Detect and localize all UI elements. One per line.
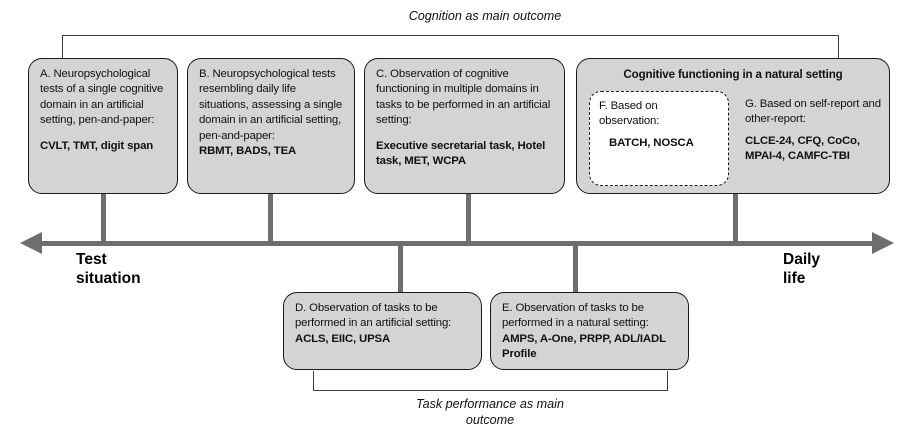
- box-e: E. Observation of tasks to be performed …: [490, 292, 689, 370]
- box-natural-setting: Cognitive functioning in a natural setti…: [576, 58, 890, 194]
- axis-label-right: Daily life: [783, 250, 883, 288]
- connector-box-a: [101, 194, 106, 245]
- axis-label-left-line1: Test: [76, 251, 107, 268]
- bottom-caption: Task performance as main outcome: [330, 396, 650, 428]
- box-f-description: F. Based on observation:: [599, 100, 660, 128]
- box-b-instruments: RBMT, BADS, TEA: [199, 145, 297, 158]
- box-d-instruments: ACLS, EIIC, UPSA: [295, 332, 391, 345]
- axis-line: [28, 241, 886, 246]
- box-g: G. Based on self-report and other-report…: [745, 97, 881, 165]
- axis-label-left: Test situation: [76, 250, 206, 288]
- box-b: B. Neuropsychological tests resembling d…: [187, 58, 355, 194]
- box-c: C. Observation of cognitive functioning …: [364, 58, 565, 194]
- natural-setting-header: Cognitive functioning in a natural setti…: [623, 68, 843, 81]
- box-c-description: C. Observation of cognitive functioning …: [376, 68, 551, 127]
- connector-box-c: [466, 194, 471, 245]
- connector-box-b: [268, 194, 273, 245]
- bottom-caption-line2: outcome: [465, 413, 515, 427]
- box-d: D. Observation of tasks to be performed …: [283, 292, 482, 370]
- box-d-description: D. Observation of tasks to be performed …: [295, 302, 452, 330]
- connector-box-natural-setting: [733, 194, 738, 245]
- box-e-description: E. Observation of tasks to be performed …: [502, 302, 649, 330]
- box-a: A. Neuropsychological tests of a single …: [28, 58, 178, 194]
- box-f-instruments: BATCH, NOSCA: [609, 136, 694, 149]
- spacer: [40, 129, 167, 139]
- connector-box-e: [573, 243, 578, 294]
- spacer: [376, 129, 554, 139]
- spacer: [599, 130, 720, 136]
- top-caption: Cognition as main outcome: [408, 9, 562, 23]
- axis-label-right-line2: life: [783, 270, 806, 287]
- box-g-instruments: CLCE-24, CFQ, CoCo, MPAI-4, CAMFC-TBI: [745, 134, 860, 163]
- axis-label-right-line1: Daily: [783, 251, 821, 268]
- spacer: [745, 128, 881, 134]
- box-e-instruments: AMPS, A-One, PRPP, ADL/IADL Profile: [502, 332, 666, 361]
- axis-arrow-right: [872, 232, 894, 254]
- box-g-description: G. Based on self-report and other-report…: [745, 98, 881, 126]
- axis-arrow-left: [20, 232, 42, 254]
- top-bracket: [62, 35, 839, 59]
- box-a-instruments: CVLT, TMT, digit span: [40, 139, 154, 152]
- bottom-bracket: [313, 371, 668, 391]
- axis-label-left-line2: situation: [76, 270, 141, 287]
- bottom-caption-line1: Task performance as main: [416, 397, 564, 411]
- box-c-instruments: Executive secretarial task, Hotel task, …: [376, 139, 546, 168]
- box-b-description: B. Neuropsychological tests resembling d…: [199, 68, 343, 142]
- connector-box-d: [398, 243, 403, 294]
- box-f: F. Based on observation: BATCH, NOSCA: [589, 91, 729, 186]
- box-a-description: A. Neuropsychological tests of a single …: [40, 68, 164, 127]
